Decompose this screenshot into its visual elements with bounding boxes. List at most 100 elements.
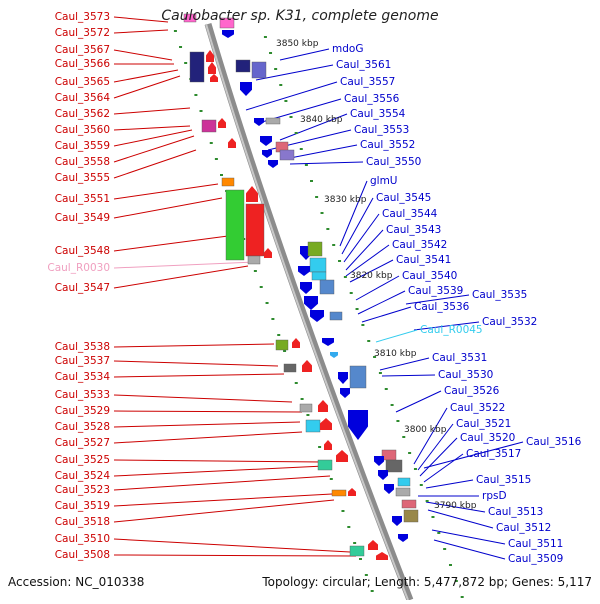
label-caul-3549[interactable]: Caul_3549 (55, 212, 110, 224)
gene-right-arrow (254, 118, 264, 126)
label-caul-3533[interactable]: Caul_3533 (55, 389, 110, 401)
label-caul-3544[interactable]: Caul_3544 (382, 208, 438, 220)
label-caul-3536[interactable]: Caul_3536 (414, 301, 470, 313)
tick-left (283, 350, 287, 352)
gene-left-arrow (218, 118, 226, 128)
tick-left (220, 174, 223, 176)
label-caul-r0030[interactable]: Caul_R0030 (47, 262, 110, 274)
label-caul-3554[interactable]: Caul_3554 (350, 108, 406, 120)
tick-right (355, 308, 359, 310)
gene-left (245, 203, 265, 257)
label-caul-3553[interactable]: Caul_3553 (354, 124, 409, 136)
label-caul-3545[interactable]: Caul_3545 (376, 192, 431, 204)
label-caul-3522[interactable]: Caul_3522 (450, 402, 505, 414)
gene-left-arrow (302, 360, 312, 372)
label-caul-3524[interactable]: Caul_3524 (55, 470, 111, 482)
label-caul-3541[interactable]: Caul_3541 (396, 254, 451, 266)
gene-right (319, 279, 335, 295)
tick-right (367, 340, 371, 342)
tick-right (361, 324, 365, 326)
label-glmu[interactable]: glmU (370, 175, 398, 187)
gene-right-arrow (348, 410, 368, 440)
label-caul-3537[interactable]: Caul_3537 (55, 355, 110, 367)
accession-text: Accession: NC_010338 (8, 575, 145, 589)
label-caul-3521[interactable]: Caul_3521 (456, 418, 511, 430)
label-caul-3559[interactable]: Caul_3559 (55, 140, 110, 152)
gene-right-arrow (304, 296, 318, 310)
label-caul-3518[interactable]: Caul_3518 (55, 516, 110, 528)
label-caul-3520[interactable]: Caul_3520 (460, 432, 515, 444)
label-caul-3529[interactable]: Caul_3529 (55, 405, 110, 417)
label-caul-3510[interactable]: Caul_3510 (55, 533, 110, 545)
tick-left (318, 446, 322, 448)
label-caul-3530[interactable]: Caul_3530 (438, 369, 493, 381)
label-rpsd[interactable]: rpsD (482, 490, 507, 502)
tick-right (299, 148, 303, 150)
label-caul-3555[interactable]: Caul_3555 (55, 172, 110, 184)
label-caul-3552[interactable]: Caul_3552 (360, 139, 415, 151)
label-caul-3517[interactable]: Caul_3517 (466, 448, 521, 460)
label-caul-3534[interactable]: Caul_3534 (55, 371, 111, 383)
gene-right-arrow (260, 136, 272, 146)
label-caul-3515[interactable]: Caul_3515 (476, 474, 531, 486)
label-caul-3557[interactable]: Caul_3557 (340, 76, 395, 88)
label-caul-3566[interactable]: Caul_3566 (55, 58, 111, 70)
tick-right (279, 84, 283, 86)
gene-left (299, 403, 313, 413)
label-caul-3558[interactable]: Caul_3558 (55, 156, 110, 168)
gene-left-arrow (264, 248, 272, 258)
label-caul-3528[interactable]: Caul_3528 (55, 421, 110, 433)
label-caul-3527[interactable]: Caul_3527 (55, 437, 110, 449)
label-caul-3564[interactable]: Caul_3564 (55, 92, 111, 104)
label-caul-3542[interactable]: Caul_3542 (392, 239, 447, 251)
label-caul-3532[interactable]: Caul_3532 (482, 316, 537, 328)
leader-line-left (113, 431, 303, 444)
label-caul-3538[interactable]: Caul_3538 (55, 341, 110, 353)
label-mdog[interactable]: mdoG (332, 43, 363, 55)
label-caul-3572[interactable]: Caul_3572 (55, 27, 110, 39)
gene-left (331, 489, 347, 497)
label-caul-3531[interactable]: Caul_3531 (432, 352, 487, 364)
label-caul-3551[interactable]: Caul_3551 (55, 193, 110, 205)
label-caul-3526[interactable]: Caul_3526 (444, 385, 500, 397)
label-caul-3562[interactable]: Caul_3562 (55, 108, 110, 120)
label-caul-3540[interactable]: Caul_3540 (402, 270, 457, 282)
right-gene-labels: mdoG Caul_3561Caul_3557Caul_3556Caul_3554… (332, 43, 582, 565)
gene-left-arrow (320, 418, 332, 430)
leader-line-right (279, 48, 330, 61)
gene-left (183, 13, 197, 23)
label-caul-3508[interactable]: Caul_3508 (55, 549, 110, 561)
label-caul-3573[interactable]: Caul_3573 (55, 11, 110, 23)
label-caul-3548[interactable]: Caul_3548 (55, 245, 110, 257)
label-caul-3525[interactable]: Caul_3525 (55, 454, 110, 466)
label-caul-3513[interactable]: Caul_3513 (488, 506, 543, 518)
label-caul-3547[interactable]: Caul_3547 (55, 282, 110, 294)
label-caul-3560[interactable]: Caul_3560 (55, 124, 110, 136)
leader-line-left (113, 69, 179, 83)
gene-right-arrow (300, 282, 312, 294)
label-caul-3556[interactable]: Caul_3556 (344, 93, 400, 105)
gene-right-arrow (338, 372, 348, 384)
label-caul-3543[interactable]: Caul_3543 (386, 224, 441, 236)
label-caul-3512[interactable]: Caul_3512 (496, 522, 551, 534)
label-caul-3535[interactable]: Caul_3535 (472, 289, 527, 301)
tick-left (277, 334, 281, 336)
label-caul-3565[interactable]: Caul_3565 (55, 76, 110, 88)
leader-line-right (245, 81, 338, 111)
label-caul-3539[interactable]: Caul_3539 (408, 285, 463, 297)
label-caul-3567[interactable]: Caul_3567 (55, 44, 110, 56)
label-caul-3523[interactable]: Caul_3523 (55, 484, 110, 496)
gene-left-arrow (324, 440, 332, 450)
leader-line-right (341, 197, 374, 255)
label-caul-3561[interactable]: Caul_3561 (336, 59, 391, 71)
label-caul-3516[interactable]: Caul_3516 (526, 436, 582, 448)
label-caul-3509[interactable]: Caul_3509 (508, 553, 563, 565)
gene-right-arrow (398, 534, 408, 542)
label-caul-r0045[interactable]: Caul_R0045 (420, 324, 483, 336)
gene-right (329, 311, 343, 321)
label-caul-3519[interactable]: Caul_3519 (55, 500, 110, 512)
label-caul-3550[interactable]: Caul_3550 (366, 156, 421, 168)
kbp-label: 3830 kbp (324, 195, 367, 205)
gene-left-arrow (318, 400, 328, 412)
label-caul-3511[interactable]: Caul_3511 (508, 538, 563, 550)
